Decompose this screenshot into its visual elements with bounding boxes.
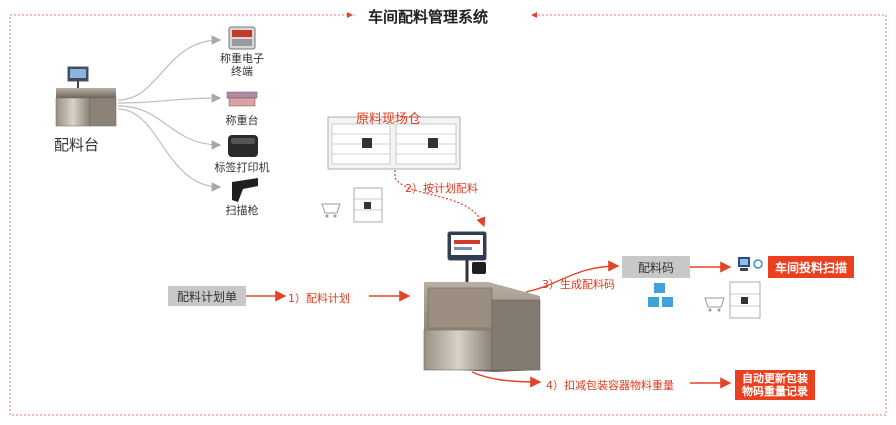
batching-code-box: 配料码 (622, 256, 690, 278)
connector-to-scanner (117, 108, 222, 192)
warehouse-title: 原料现场仓 (356, 112, 422, 127)
weight-record-line2: 物码重量记录 (742, 385, 808, 398)
step2-label: 2）按计划配料 (405, 182, 478, 195)
arrow-warehouse-to-machine (394, 170, 486, 228)
title-left-marker (347, 12, 353, 18)
step1-label: 1）配料计划 (288, 292, 350, 305)
warehouse-shelves-icon (327, 116, 461, 170)
connector-to-terminal (117, 35, 222, 101)
device-label-scanner: 扫描枪 (225, 204, 259, 217)
device-label-platform: 称重台 (225, 114, 259, 127)
code-tiles-icon (648, 283, 673, 307)
weighing-platform-icon (226, 91, 258, 107)
device-label-terminal: 称重电子 终端 (218, 52, 266, 78)
device-label-terminal-line1: 称重电子 (220, 52, 264, 65)
central-batching-machine (423, 231, 541, 372)
title-backdrop (355, 6, 535, 26)
step3-label: 3）生成配料码 (542, 278, 615, 291)
cart-shelf-icon-left (321, 187, 383, 223)
connector-to-platform (117, 93, 222, 104)
workshop-scan-box: 车间投料扫描 (768, 256, 854, 278)
label-printer-icon (228, 135, 258, 157)
step4-label: 4）扣减包装容器物料重量 (546, 379, 674, 392)
connector-to-printer (117, 105, 222, 150)
batching-station-icon (55, 66, 117, 127)
device-label-printer: 标签打印机 (214, 161, 270, 174)
cart-shelf-icon-right (704, 281, 761, 319)
station-label: 配料台 (54, 136, 100, 154)
page-title: 车间配料管理系统 (368, 8, 489, 26)
arrow-machine-to-code (525, 260, 620, 293)
weight-record-box: 自动更新包装 物码重量记录 (735, 370, 815, 400)
title-right-marker (531, 12, 537, 18)
batching-plan-box: 配料计划单 (168, 286, 246, 306)
device-label-terminal-line2: 终端 (231, 65, 253, 78)
arrow-machine-to-step4 (471, 371, 542, 388)
scanner-gun-icon (232, 178, 258, 202)
workstation-icon (738, 257, 763, 271)
weighing-terminal-icon (228, 26, 256, 50)
weight-record-line1: 自动更新包装 (742, 372, 808, 385)
